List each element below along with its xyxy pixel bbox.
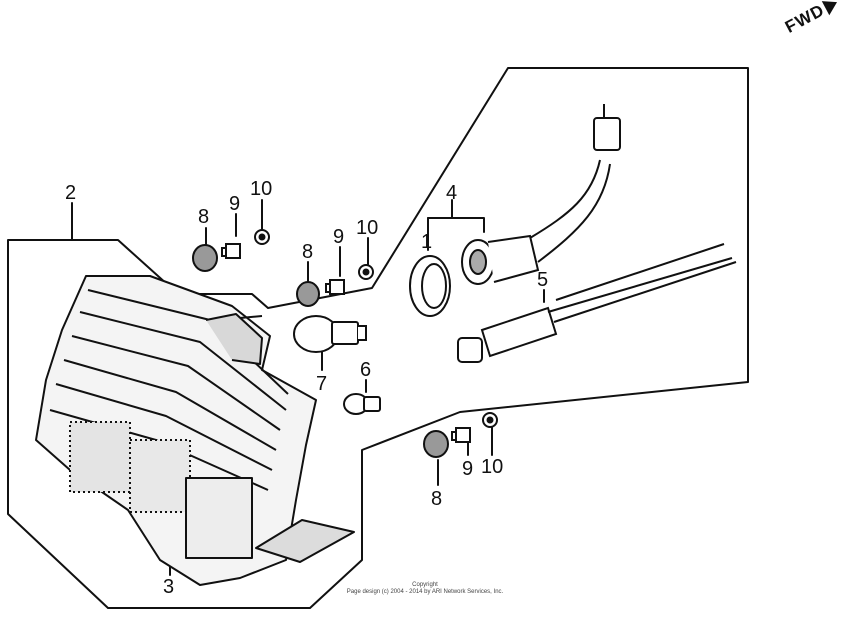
callout-4: 4	[446, 182, 458, 204]
callout-8-middle: 8	[302, 241, 314, 263]
callout-10-lower: 10	[481, 456, 504, 478]
bulb-7	[293, 315, 367, 353]
leader-4	[427, 199, 485, 233]
callout-10-upper: 10	[250, 178, 273, 200]
callout-2: 2	[65, 182, 77, 204]
copyright-line-2: Page design (c) 2004 - 2014 by ARI Netwo…	[346, 589, 504, 595]
callout-5: 5	[537, 269, 549, 291]
callout-1: 1	[421, 231, 433, 253]
socket-4	[461, 104, 621, 285]
callout-9-middle: 9	[333, 226, 345, 248]
assembly-boundary	[7, 67, 749, 609]
nuts	[254, 229, 498, 428]
grommets	[192, 244, 449, 458]
callout-3: 3	[163, 576, 175, 598]
callout-8-lower: 8	[431, 488, 443, 510]
callout-6: 6	[360, 359, 372, 381]
callout-8-upper: 8	[198, 206, 210, 228]
callout-9-lower: 9	[462, 458, 474, 480]
bulb-6	[343, 393, 381, 415]
taillight-housing	[35, 275, 355, 586]
collars	[221, 243, 471, 443]
socket-5	[457, 243, 737, 363]
copyright-line-1: Copyright	[412, 582, 438, 588]
callout-9-upper: 9	[229, 193, 241, 215]
callout-7: 7	[316, 373, 328, 395]
copyright-notice: Copyright Page design (c) 2004 - 2014 by…	[300, 582, 550, 596]
callout-10-middle: 10	[356, 217, 379, 239]
packing-1	[409, 255, 451, 317]
